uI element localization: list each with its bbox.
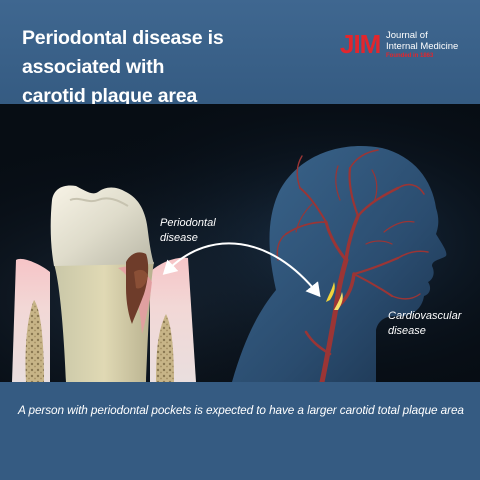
footer: A person with periodontal pockets is exp… <box>0 382 480 480</box>
cardio-label-line-1: Cardiovascular <box>388 310 463 322</box>
logo-mark: JIM <box>340 29 381 59</box>
logo-name: Journal of Internal Medicine <box>386 30 476 52</box>
title-line-1: Periodontal disease is associated with <box>22 27 224 78</box>
logo-name-line-1: Journal of <box>386 30 428 41</box>
double-arrow-icon <box>162 242 321 298</box>
illustration-svg: Periodontal disease Cardiovascular disea… <box>0 104 480 382</box>
page-title: Periodontal disease is associated with c… <box>22 24 322 111</box>
illustration-scene: Periodontal disease Cardiovascular disea… <box>0 104 480 382</box>
cardio-label-line-2: disease <box>388 325 426 337</box>
journal-logo: JIM Journal of Internal Medicine Founded… <box>340 27 470 67</box>
logo-name-line-2: Internal Medicine <box>386 41 459 52</box>
footer-caption: A person with periodontal pockets is exp… <box>18 403 464 417</box>
periodontal-label-line-1: Periodontal <box>160 217 216 229</box>
header: Periodontal disease is associated with c… <box>0 0 480 107</box>
periodontal-label-line-2: disease <box>160 232 198 244</box>
title-line-2: carotid plaque area <box>22 85 198 107</box>
carotid-plaque <box>326 282 343 310</box>
tooth-illustration <box>12 185 196 382</box>
head-silhouette <box>232 145 447 382</box>
logo-founded: Founded in 1863 <box>386 53 434 59</box>
